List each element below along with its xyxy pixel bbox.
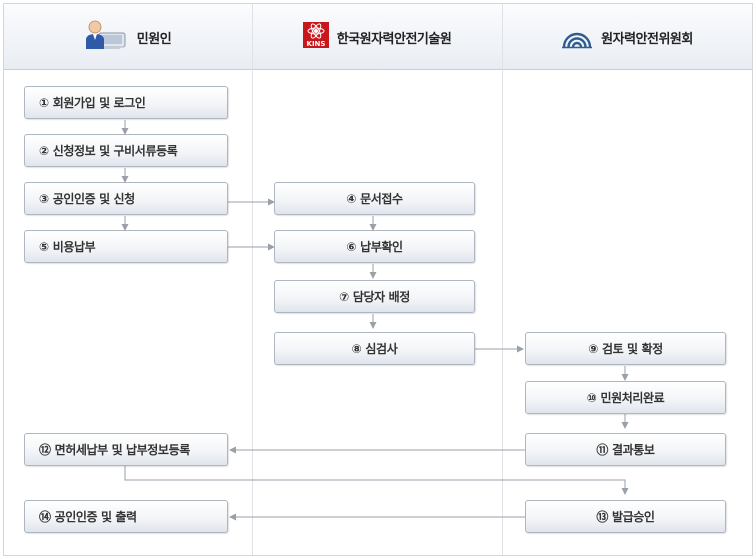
step-label: 민원처리완료 xyxy=(600,391,665,405)
step-12-license-tax-payment[interactable]: ⑫ 면허세납부 및 납부정보등록 xyxy=(24,433,228,466)
kins-logo-text: KINS xyxy=(306,40,325,48)
step-number: ⑧ xyxy=(351,341,362,356)
step-09-review-confirm[interactable]: ⑨ 검토 및 확정 xyxy=(525,332,726,365)
step-label: 문서접수 xyxy=(360,192,403,206)
step-label: 납부확인 xyxy=(360,240,403,254)
step-number: ⑪ xyxy=(596,443,609,457)
step-number: ② xyxy=(39,143,49,158)
step-08-inspection[interactable]: ⑧ 심검사 xyxy=(274,332,475,365)
column-divider xyxy=(502,4,503,555)
step-05-fee-payment[interactable]: ⑤ 비용납부 xyxy=(24,230,228,263)
column-label: 원자력안전위원회 xyxy=(601,31,693,47)
user-computer-icon xyxy=(85,19,129,55)
step-label: 면허세납부 및 납부정보등록 xyxy=(54,443,191,457)
step-07-staff-assignment[interactable]: ⑦ 담당자 배정 xyxy=(274,280,475,313)
step-11-result-notice[interactable]: ⑪ 결과통보 xyxy=(525,433,726,466)
step-number: ⑬ xyxy=(596,510,609,524)
step-label: 발급승인 xyxy=(612,510,655,524)
step-13-issuance-approval[interactable]: ⑬ 발급승인 xyxy=(525,500,726,533)
header-band xyxy=(4,4,752,70)
step-03-certificate-apply[interactable]: ③ 공인인증 및 신청 xyxy=(24,182,228,215)
step-04-document-receipt[interactable]: ④ 문서접수 xyxy=(274,182,475,215)
step-label: 공인인증 및 신청 xyxy=(52,192,135,206)
step-number: ⑦ xyxy=(339,289,349,304)
step-02-application-docs[interactable]: ② 신청정보 및 구비서류등록 xyxy=(24,134,228,167)
kins-logo-icon: KINS xyxy=(302,22,329,52)
step-number: ③ xyxy=(39,191,49,206)
column-label: 한국원자력안전기술원 xyxy=(336,31,452,47)
step-label: 비용납부 xyxy=(52,240,96,254)
column-header-kins: KINS 한국원자력안전기술원 xyxy=(253,4,501,70)
column-header-nssc: 원자력안전위원회 xyxy=(503,4,751,70)
step-label: 검토 및 확정 xyxy=(602,342,663,356)
step-number: ⑤ xyxy=(39,239,49,254)
step-label: 결과통보 xyxy=(612,443,655,457)
step-14-certificate-print[interactable]: ⑭ 공인인증 및 출력 xyxy=(24,500,228,533)
step-label: 담당자 배정 xyxy=(352,290,410,304)
step-number: ⑭ xyxy=(39,510,51,524)
step-number: ① xyxy=(39,95,49,110)
nssc-logo-icon xyxy=(561,21,593,53)
step-06-payment-check[interactable]: ⑥ 납부확인 xyxy=(274,230,475,263)
step-label: 공인인증 및 출력 xyxy=(54,510,137,524)
column-header-applicant: 민원인 xyxy=(4,4,252,70)
step-number: ⑨ xyxy=(588,341,598,356)
step-number: ⑥ xyxy=(346,239,357,254)
arrow-12-13 xyxy=(124,465,629,495)
step-label: 신청정보 및 구비서류등록 xyxy=(52,144,178,158)
process-flow-diagram: 민원인 KINS 한국원자력안전기술원 원자력안전위원회 xyxy=(3,3,753,556)
step-label: 회원가입 및 로그인 xyxy=(52,96,146,110)
step-number: ⑩ xyxy=(586,390,597,405)
step-label: 심검사 xyxy=(365,342,398,356)
connector-lines xyxy=(121,120,629,521)
step-number: ⑫ xyxy=(39,443,51,457)
column-label: 민원인 xyxy=(136,31,172,47)
step-number: ④ xyxy=(346,191,357,206)
column-divider xyxy=(252,4,253,555)
step-01-signup-login[interactable]: ① 회원가입 및 로그인 xyxy=(24,86,228,119)
step-10-complaint-complete[interactable]: ⑩ 민원처리완료 xyxy=(525,381,726,414)
